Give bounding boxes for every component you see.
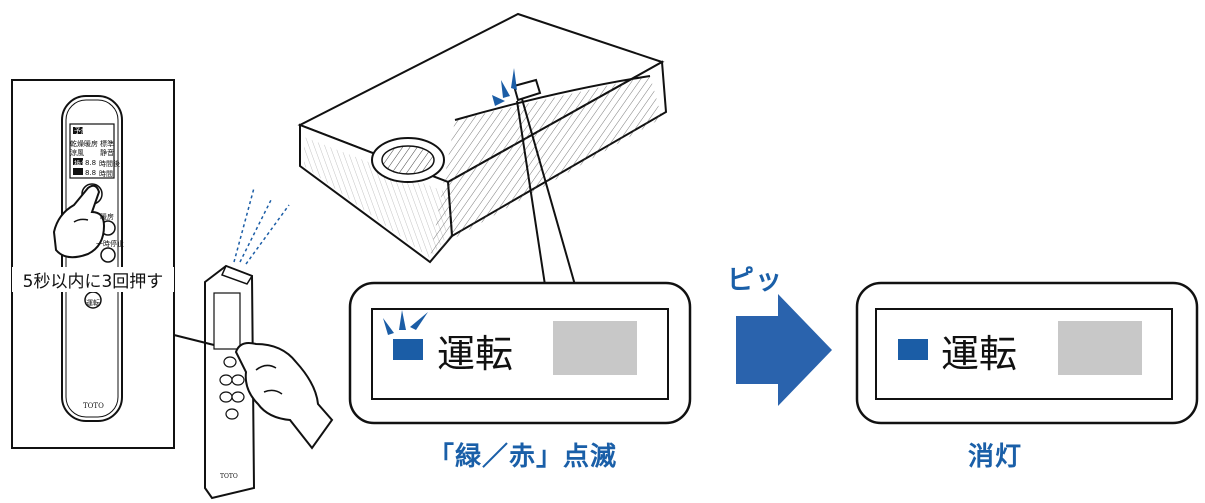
- blink-marks-unit: [492, 68, 517, 106]
- remote-brand-small: TOTO: [220, 473, 238, 480]
- remote-brand: TOTO: [83, 402, 104, 410]
- connector-line: [173, 334, 215, 346]
- ventilation-unit: [297, 12, 668, 264]
- remote-label-kanso: 乾燥暖房: [70, 140, 98, 148]
- remote-in-hand: [204, 187, 334, 500]
- remote-label-kanki: 換気: [74, 160, 88, 168]
- indicator-label-off: 運転: [941, 332, 1018, 376]
- indicator-panel-blinking: [348, 281, 692, 425]
- blink-marks-panel: [383, 310, 428, 335]
- callout-lines: [516, 98, 576, 286]
- remote-label-88b: 8.8: [85, 169, 97, 177]
- beep-sound-label: ピッ: [727, 265, 783, 296]
- remote-label-jikango: 時間後: [99, 160, 120, 168]
- status-blinking: 「緑／赤」点滅: [428, 442, 618, 472]
- indicator-label-blinking: 運転: [437, 332, 514, 376]
- indicator-panel-off: [855, 281, 1199, 425]
- remote-label-seion: 静音: [100, 149, 114, 157]
- remote-label-ryofu: 涼風: [70, 149, 84, 157]
- remote-label-ichiji: 一時停止: [96, 240, 124, 248]
- remote-label-jikan: 時間: [99, 170, 113, 178]
- lamp-off: [898, 339, 928, 360]
- press-instruction: 5秒以内に3回押す: [12, 267, 174, 292]
- remote-closeup-frame: [11, 79, 175, 449]
- status-off: 消灯: [968, 442, 1023, 472]
- remote-label-unten: 運転: [86, 299, 100, 307]
- transition-arrow: [736, 294, 832, 406]
- remote-label-danbo: 暖房: [100, 213, 114, 221]
- remote-label-88a: 8.8: [85, 159, 97, 167]
- remote-label-hyojun: 標準: [100, 140, 114, 148]
- lamp-blinking: [393, 339, 423, 360]
- display-gray: [553, 321, 637, 375]
- display-gray-right: [1058, 321, 1142, 375]
- remote-label-yoyaku: 予約: [74, 127, 88, 135]
